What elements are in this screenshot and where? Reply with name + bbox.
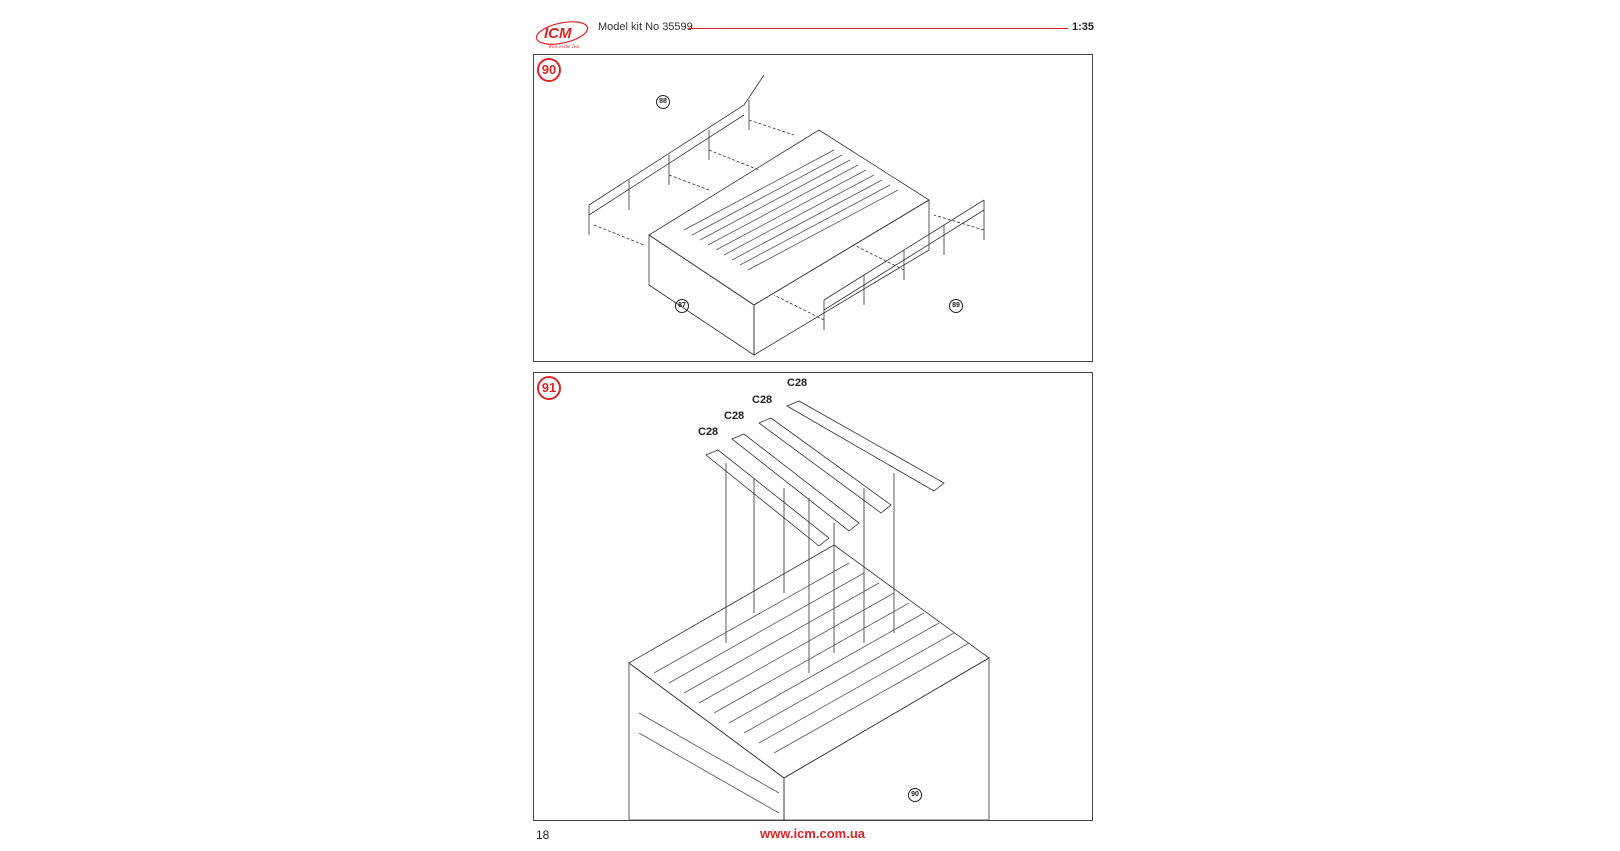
step-91-illustration — [628, 400, 990, 820]
icm-logo: ICM Wins in the Test — [535, 21, 589, 50]
svg-text:Wins in the Test: Wins in the Test — [548, 45, 580, 50]
header-rule — [688, 28, 1068, 29]
step-number-90: 90 — [537, 58, 561, 82]
part-label-c28: C28 — [724, 410, 745, 422]
step-90-panel: 90 88 87 89 — [533, 54, 1093, 362]
part-label-c28: C28 — [752, 394, 773, 406]
step-number-91: 91 — [537, 376, 561, 400]
kit-number: Model kit No 35599 — [598, 21, 693, 33]
part-callout-87: 87 — [675, 299, 689, 313]
website-link[interactable]: www.icm.com.ua — [760, 826, 865, 841]
step-91-panel: 91 C28 C28 C28 C28 90 — [533, 372, 1093, 821]
part-label-c28: C28 — [698, 426, 719, 438]
part-callout-90: 90 — [908, 788, 922, 802]
step-90-illustration — [588, 74, 985, 356]
scale-label: 1:35 — [1072, 21, 1095, 33]
page-number: 18 — [536, 828, 550, 842]
part-callout-88: 88 — [656, 95, 670, 109]
svg-text:ICM: ICM — [544, 25, 572, 42]
part-label-c28: C28 — [787, 377, 808, 389]
part-callout-89: 89 — [949, 299, 963, 313]
